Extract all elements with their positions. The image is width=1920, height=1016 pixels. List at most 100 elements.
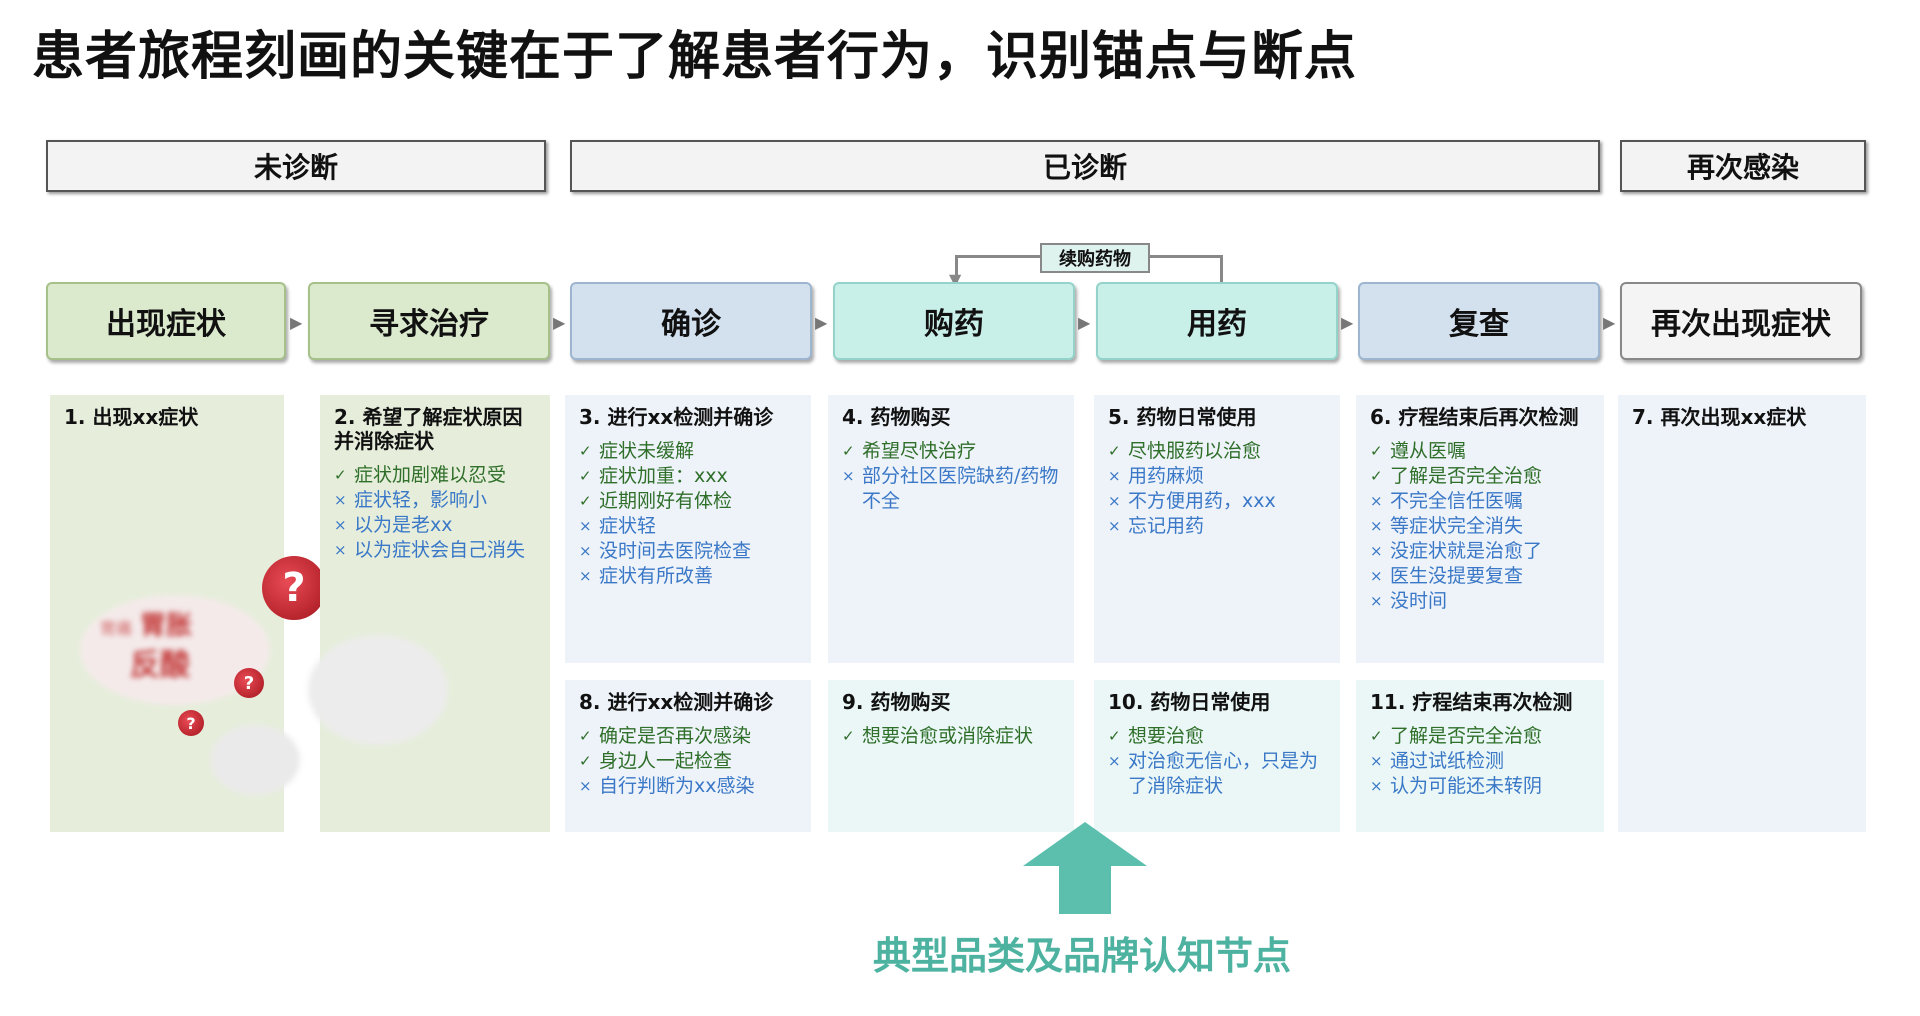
phase-undiagnosed: 未诊断 <box>46 140 546 192</box>
item-text: 确定是否再次感染 <box>599 725 752 747</box>
arrow-right-icon: ▶ <box>1341 313 1354 332</box>
check-icon: ✓ <box>579 492 592 510</box>
list-item: × 症状轻 <box>579 514 797 539</box>
card-title: 4. 药物购买 <box>842 405 951 429</box>
cross-icon: × <box>579 517 592 535</box>
list-item: ×用药麻烦 <box>1108 464 1326 489</box>
cross-icon: × <box>1108 467 1121 485</box>
cloud-word: 胃痛 <box>100 619 133 638</box>
item-text: 没症状就是治愈了 <box>1390 540 1543 562</box>
cross-icon: × <box>1370 492 1383 510</box>
item-list: ✓想要治愈 × 对治愈无信心，只是为了消除症状 <box>1108 724 1326 799</box>
list-item: × 医生没提要复查 <box>1370 564 1590 589</box>
item-text: 忘记用药 <box>1128 515 1205 537</box>
item-text: 症状加重：xxx <box>599 465 728 487</box>
card-title: 2. 希望了解症状原因并消除症状 <box>334 405 523 453</box>
list-item: ×认为可能还未转阴 <box>1370 774 1590 799</box>
item-list: ✓ 了解是否完全治愈 × 通过试纸检测×认为可能还未转阴 <box>1370 724 1590 799</box>
question-mark-icon: ? <box>262 556 326 620</box>
cross-icon: × <box>579 542 592 560</box>
check-icon: ✓ <box>1108 442 1121 460</box>
cross-icon: × <box>1108 517 1121 535</box>
check-icon: ✓ <box>579 727 592 745</box>
list-item: ✓希望尽快治疗 <box>842 439 1060 464</box>
check-icon: ✓ <box>1370 727 1383 745</box>
item-list: ✓遵从医嘱✓了解是否完全治愈×不完全信任医嘱×等症状完全消失×没症状就是治愈了×… <box>1370 439 1590 614</box>
card-7: 7. 再次出现xx症状 <box>1618 395 1866 832</box>
cloud-word: 胃胀 <box>140 611 193 641</box>
blurred-bubble <box>210 725 300 795</box>
item-text: 了解是否完全治愈 <box>1390 725 1543 747</box>
check-icon: ✓ <box>579 442 592 460</box>
list-item: ✓了解是否完全治愈 <box>1370 464 1590 489</box>
item-list: ✓症状未缓解✓症状加重：xxx✓近期刚好有体检×症状轻×没时间去医院检查×症状有… <box>579 439 797 589</box>
list-item: × 部分社区医院缺药/药物不全 <box>842 464 1060 514</box>
card-title: 11. 疗程结束再次检测 <box>1370 690 1573 714</box>
item-text: 遵从医嘱 <box>1390 440 1467 462</box>
item-text: 对治愈无信心，只是为了消除症状 <box>1128 750 1319 797</box>
card-4: 4. 药物购买 ✓希望尽快治疗 × 部分社区医院缺药/药物不全 <box>828 395 1074 663</box>
list-item: × 没症状就是治愈了 <box>1370 539 1590 564</box>
cross-icon: × <box>579 567 592 585</box>
item-text: 没时间 <box>1390 590 1448 612</box>
card-title: 5. 药物日常使用 <box>1108 405 1257 429</box>
card-2: 2. 希望了解症状原因并消除症状 ✓症状加剧难以忍受×症状轻，影响小×以为是老x… <box>308 395 550 832</box>
item-text: 想要治愈或消除症状 <box>862 725 1034 747</box>
card-title: 10. 药物日常使用 <box>1108 690 1271 714</box>
stage-recheck: 复查 <box>1358 282 1600 360</box>
list-item: ✓身边人一起检查 <box>579 749 797 774</box>
phase-reinfection: 再次感染 <box>1620 140 1866 192</box>
page-title: 患者旅程刻画的关键在于了解患者行为，识别锚点与断点 <box>32 27 1358 87</box>
list-item: ✓ 确定是否再次感染 <box>579 724 797 749</box>
cross-icon: × <box>1370 752 1383 770</box>
check-icon: ✓ <box>1108 727 1121 745</box>
list-item: × 症状轻，影响小 <box>334 488 536 513</box>
item-text: 症状有所改善 <box>599 565 714 587</box>
item-text: 尽快服药以治愈 <box>1128 440 1262 462</box>
item-text: 通过试纸检测 <box>1390 750 1505 772</box>
item-text: 自行判断为xx感染 <box>599 775 755 797</box>
item-list: ✓尽快服药以治愈×用药麻烦×不方便用药，xxx×忘记用药 <box>1108 439 1326 539</box>
stage-recurrence: 再次出现症状 <box>1620 282 1862 360</box>
item-text: 部分社区医院缺药/药物不全 <box>862 465 1059 512</box>
item-list: ✓症状加剧难以忍受×症状轻，影响小×以为是老xx×以为症状会自己消失 <box>334 463 536 563</box>
caption-cognition-node: 典型品类及品牌认知节点 <box>873 934 1292 978</box>
arrow-right-icon: ▶ <box>1603 313 1616 332</box>
card-11: 11. 疗程结束再次检测 ✓ 了解是否完全治愈 × 通过试纸检测×认为可能还未转阴 <box>1356 680 1604 832</box>
arrow-right-icon: ▶ <box>290 313 303 332</box>
item-text: 希望尽快治疗 <box>862 440 977 462</box>
card-title: 1. 出现xx症状 <box>64 405 199 429</box>
arrow-right-icon: ▶ <box>815 313 828 332</box>
stage-medication: 用药 <box>1096 282 1338 360</box>
cross-icon: × <box>334 491 347 509</box>
list-item: ×以为是老xx <box>334 513 536 538</box>
list-item: ✓症状加重：xxx <box>579 464 797 489</box>
list-item: × 自行判断为xx感染 <box>579 774 797 799</box>
item-text: 症状轻，影响小 <box>354 489 488 511</box>
card-title: 8. 进行xx检测并确诊 <box>579 690 774 714</box>
check-icon: ✓ <box>1370 442 1383 460</box>
list-item: ✓想要治愈 <box>1108 724 1326 749</box>
cross-icon: × <box>1370 517 1383 535</box>
check-icon: ✓ <box>579 752 592 770</box>
list-item: ×以为症状会自己消失 <box>334 538 536 563</box>
list-item: × 通过试纸检测 <box>1370 749 1590 774</box>
cross-icon: × <box>579 777 592 795</box>
list-item: ×没时间去医院检查 <box>579 539 797 564</box>
item-text: 医生没提要复查 <box>1390 565 1524 587</box>
cross-icon: × <box>1370 567 1383 585</box>
cross-icon: × <box>842 467 855 485</box>
list-item: ×不完全信任医嘱 <box>1370 489 1590 514</box>
up-arrow-icon <box>1023 822 1147 914</box>
cross-icon: × <box>1108 752 1121 770</box>
stage-symptoms: 出现症状 <box>46 282 286 360</box>
item-list: ✓ 想要治愈或消除症状 <box>842 724 1060 749</box>
stage-diagnosis: 确诊 <box>570 282 812 360</box>
refill-label: 续购药物 <box>1040 243 1150 273</box>
check-icon: ✓ <box>842 727 855 745</box>
cross-icon: × <box>1370 542 1383 560</box>
item-text: 近期刚好有体检 <box>599 490 733 512</box>
card-8: 8. 进行xx检测并确诊 ✓ 确定是否再次感染✓身边人一起检查 × 自行判断为xx感染 <box>565 680 811 832</box>
item-text: 症状轻 <box>599 515 657 537</box>
cross-icon: × <box>334 541 347 559</box>
